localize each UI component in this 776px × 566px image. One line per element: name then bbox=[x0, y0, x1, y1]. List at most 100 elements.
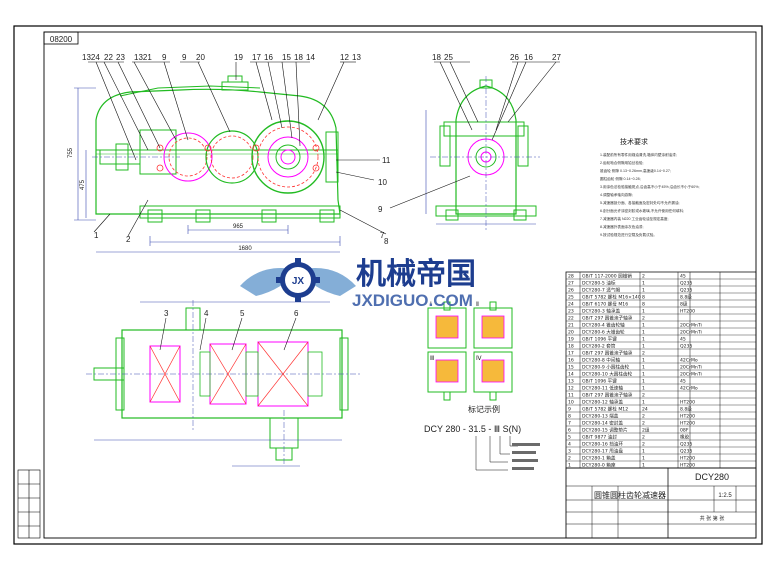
ordering-example: 标记示例 DCY 280 - 31.5 - Ⅲ S(N) bbox=[424, 404, 540, 471]
callout-19: 19 bbox=[234, 53, 243, 62]
parts-cell: 18 bbox=[568, 343, 574, 349]
parts-cell: 1 bbox=[642, 462, 645, 468]
callout-18: 18 bbox=[294, 53, 303, 62]
parts-cell: DCY280-8 中间轴 bbox=[582, 356, 620, 363]
side-view-leaders bbox=[389, 61, 560, 209]
parts-cell: DCY280-9 小圆柱齿轮 bbox=[582, 363, 630, 370]
watermark-title: 机械帝国 bbox=[356, 257, 476, 292]
tech-line: 锥齿轮 侧隙 0.13~0.26mm,高速级0.14~0.27; bbox=[600, 168, 671, 173]
parts-cell: 42CrMo bbox=[680, 385, 698, 391]
front-view-callouts: 1324 22 23 1321 9 9 20 19 17 16 15 18 14… bbox=[82, 53, 391, 246]
tech-requirements: 技术要求 1.装配前所有零件用煤油清洗,箱体内壁涂耐油漆; 2.齿轮啮合侧隙用铅丝… bbox=[600, 137, 699, 237]
callout-10: 10 bbox=[378, 178, 387, 187]
callout-12: 12 bbox=[340, 53, 349, 62]
dim-center-distance: 965 bbox=[233, 224, 244, 230]
parts-cell: 42CrMo bbox=[680, 357, 698, 363]
parts-cell: 8 bbox=[642, 301, 645, 307]
parts-cell: 8 bbox=[568, 413, 571, 419]
parts-cell: DCY280-6 大锥齿轮 bbox=[582, 328, 625, 335]
parts-cell: DCY280-17 甩油盘 bbox=[582, 447, 623, 454]
callout-9: 9 bbox=[162, 53, 167, 62]
tech-line: 2.齿轮啮合侧隙用铅丝检验; bbox=[600, 160, 644, 165]
parts-cell: 9 bbox=[568, 406, 571, 412]
dim-center-height: 475 bbox=[80, 179, 86, 190]
parts-cell: DCY280-11 低速轴 bbox=[582, 384, 623, 391]
watermark: JX 机械帝国 JXDIGUO.COM bbox=[240, 257, 476, 310]
parts-cell: DCY280-10 大圆柱齿轮 bbox=[582, 370, 633, 377]
dim-height: 755 bbox=[68, 147, 74, 158]
parts-cell: HT200 bbox=[680, 462, 695, 468]
ordering-heading: 标记示例 bbox=[468, 404, 500, 414]
callout-9b: 9 bbox=[182, 53, 187, 62]
parts-cell: DCY280-2 套筒 bbox=[582, 342, 616, 349]
callout-1: 1 bbox=[94, 231, 99, 240]
parts-cell: 22 bbox=[568, 315, 574, 321]
parts-cell: 橡胶 bbox=[680, 433, 690, 440]
parts-cell: GB/T 1096 平键 bbox=[582, 377, 617, 384]
side-callout-18: 18 bbox=[432, 53, 441, 62]
parts-cell: 1 bbox=[642, 455, 645, 461]
parts-cell: DCY280-3 轴承盖 bbox=[582, 307, 620, 314]
front-view: 755 475 965 1680 bbox=[68, 75, 341, 253]
parts-cell: 2组 bbox=[642, 426, 650, 433]
parts-cell: DCY280-12 轴承盖 bbox=[582, 398, 623, 405]
ordering-code: DCY 280 - 31.5 - Ⅲ S(N) bbox=[424, 424, 521, 434]
parts-cell: 20CrMnTi bbox=[680, 371, 702, 377]
tech-heading: 技术要求 bbox=[620, 137, 648, 146]
parts-cell: 2 bbox=[642, 441, 645, 447]
title-block: DCY280 圆锥圆柱齿轮减速器 1:2.5 共 张 第 张 bbox=[565, 467, 757, 539]
mount-variants: Ⅰ Ⅱ Ⅲ Ⅳ bbox=[427, 301, 513, 401]
parts-cell: GB/T 297 圆锥滚子轴承 bbox=[582, 391, 633, 398]
callout-8: 8 bbox=[384, 237, 389, 246]
model-label: DCY280 bbox=[695, 472, 729, 482]
parts-cell: 1 bbox=[642, 448, 645, 454]
variant-3: Ⅲ bbox=[430, 356, 434, 362]
parts-cell: 8级 bbox=[680, 300, 688, 307]
parts-cell: GB/T 117-2000 圆锥销 bbox=[582, 272, 632, 279]
variant-4: Ⅳ bbox=[476, 356, 482, 362]
tech-line: 6.剖分面允许涂密封胶或水玻璃,不允许使用任何填料; bbox=[600, 208, 684, 213]
parts-cell: 1 bbox=[642, 336, 645, 342]
parts-cell: 19 bbox=[568, 336, 574, 342]
parts-cell: 2 bbox=[642, 315, 645, 321]
plan-callout-4: 4 bbox=[204, 309, 209, 318]
parts-cell: 2 bbox=[642, 434, 645, 440]
callout-11: 11 bbox=[382, 156, 391, 165]
parts-cell: 2 bbox=[568, 455, 571, 461]
callout-1324: 1324 bbox=[82, 53, 100, 62]
parts-cell: GB/T 1096 平键 bbox=[582, 335, 617, 342]
parts-cell: DCY280-13 端盖 bbox=[582, 412, 619, 419]
parts-cell: 6 bbox=[568, 427, 571, 433]
plan-callout-6: 6 bbox=[294, 309, 299, 318]
variant-1: Ⅰ bbox=[430, 302, 432, 308]
parts-cell: DCY280-5 油标 bbox=[582, 279, 616, 286]
parts-cell: 1 bbox=[642, 343, 645, 349]
parts-cell: 45 bbox=[680, 378, 686, 384]
parts-cell: GB/T 5782 螺栓 M12 bbox=[582, 405, 628, 412]
parts-cell: 1 bbox=[642, 357, 645, 363]
side-callout-26: 26 bbox=[510, 53, 519, 62]
parts-cell: 27 bbox=[568, 280, 574, 286]
code-box-text: 08200 bbox=[50, 35, 73, 44]
side-callout-25: 25 bbox=[444, 53, 453, 62]
parts-cell: 5 bbox=[568, 434, 571, 440]
sheet-frame bbox=[13, 25, 763, 545]
parts-cell: 1 bbox=[642, 385, 645, 391]
callout-15: 15 bbox=[282, 53, 291, 62]
parts-cell: DCY280-0 箱座 bbox=[582, 461, 616, 468]
parts-cell: 8.8级 bbox=[680, 293, 692, 300]
parts-cell: 20 bbox=[568, 329, 574, 335]
parts-cell: 08F bbox=[680, 427, 689, 433]
parts-cell: 20CrMnTi bbox=[680, 329, 702, 335]
tech-line: 5.减速器剖分面、各接触面及密封处均不允许漏油; bbox=[600, 200, 679, 205]
parts-cell: 1 bbox=[642, 287, 645, 293]
parts-cell: GB/T 297 圆锥滚子轴承 bbox=[582, 349, 633, 356]
tech-line: 9.按试验规范进行空载及负载试验。 bbox=[600, 232, 657, 237]
side-view-callouts: 18 25 26 16 27 9 bbox=[378, 53, 561, 214]
parts-cell: HT200 bbox=[680, 413, 695, 419]
parts-cell: 1 bbox=[642, 371, 645, 377]
tech-line: 1.装配前所有零件用煤油清洗,箱体内壁涂耐油漆; bbox=[600, 152, 677, 157]
side-callout-16: 16 bbox=[524, 53, 533, 62]
parts-cell: 45 bbox=[680, 273, 686, 279]
